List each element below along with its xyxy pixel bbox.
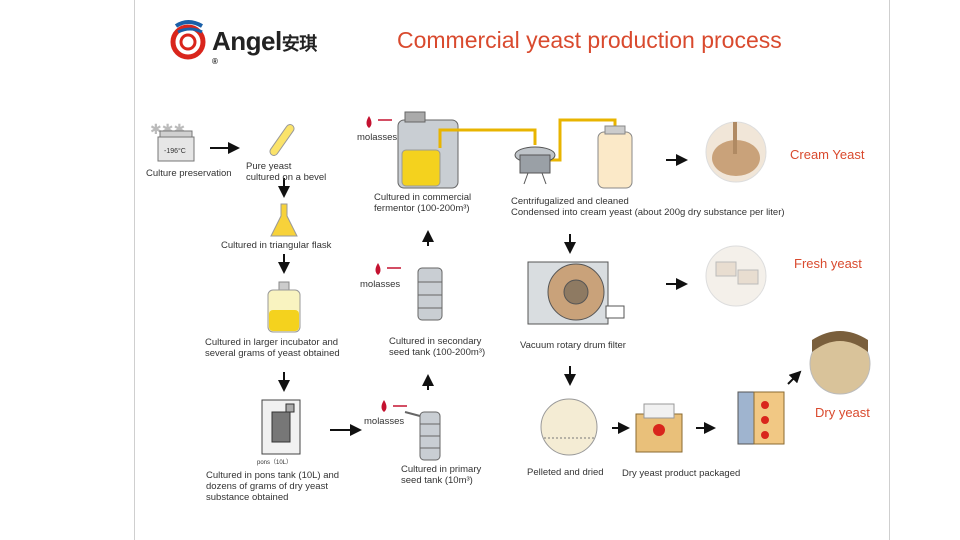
angel-logo: Angel安琪® (168, 18, 318, 66)
label-vacuum-filter: Vacuum rotary drum filter (520, 340, 626, 351)
logo-brand-text: Angel安琪® (212, 26, 317, 66)
label-freezer-temp: -196°C (164, 148, 186, 155)
label-larger-incubator: Cultured in larger incubator and several… (205, 337, 340, 359)
label-pons-tank: Cultured in pons tank (10L) and dozens o… (206, 470, 340, 503)
transfer-pipe (438, 118, 617, 162)
commercial-fermentor-icon (397, 111, 459, 189)
test-tube-icon (269, 124, 295, 156)
label-cream-yeast: Cream Yeast (790, 147, 865, 162)
molasses-drop-icon (366, 116, 392, 128)
label-pure-yeast: Pure yeast cultured on a bevel (246, 161, 327, 183)
label-centrifugalized: Centrifugalized and cleaned Condensed in… (511, 196, 785, 218)
fresh-yeast-photo (705, 245, 767, 307)
flask-icon (270, 203, 298, 237)
label-fresh-yeast: Fresh yeast (794, 256, 862, 271)
label-pons-tank-tag: pons（10L） (257, 460, 293, 466)
cream-tank-icon (597, 125, 633, 189)
molasses-drop-icon (381, 400, 407, 412)
secondary-seed-tank-icon (417, 267, 443, 321)
label-triangular-flask: Cultured in triangular flask (221, 240, 332, 251)
rotary-drum-filter-icon (527, 261, 625, 325)
label-molasses-1: molasses (357, 132, 398, 143)
page-title: Commercial yeast production process (397, 27, 782, 53)
label-molasses-3: molasses (364, 416, 405, 427)
label-dry-yeast: Dry yeast (815, 405, 870, 420)
pons-tank-icon (261, 399, 301, 455)
right-border-line (889, 0, 890, 540)
label-dry-packaged: Dry yeast product packaged (622, 468, 741, 479)
molasses-drop-icon (375, 263, 401, 275)
cream-yeast-photo (705, 121, 767, 183)
label-secondary-seed: Cultured in secondary seed tank (100-200… (389, 336, 486, 358)
label-pelleted: Pelleted and dried (527, 467, 604, 478)
pellets-icon (540, 398, 598, 456)
centrifuge-icon (514, 146, 556, 185)
left-border-line (134, 0, 135, 540)
flow-arrow (210, 142, 802, 436)
dry-yeast-photo (809, 331, 871, 395)
freezer-icon: ✱✱✱ (150, 121, 195, 162)
primary-seed-tank-icon (404, 411, 441, 461)
incubator-bottle-icon (267, 281, 301, 333)
label-commercial-fermentor: Cultured in commercial fermentor (100-20… (374, 192, 472, 214)
angel-logo-icon (170, 20, 206, 60)
package-box-icon (635, 403, 683, 453)
label-molasses-2: molasses (360, 279, 401, 290)
label-culture-preservation: Culture preservation (146, 168, 232, 179)
label-primary-seed: Cultured in primary seed tank (10m³) (401, 464, 482, 486)
product-stack-icon (737, 391, 785, 445)
